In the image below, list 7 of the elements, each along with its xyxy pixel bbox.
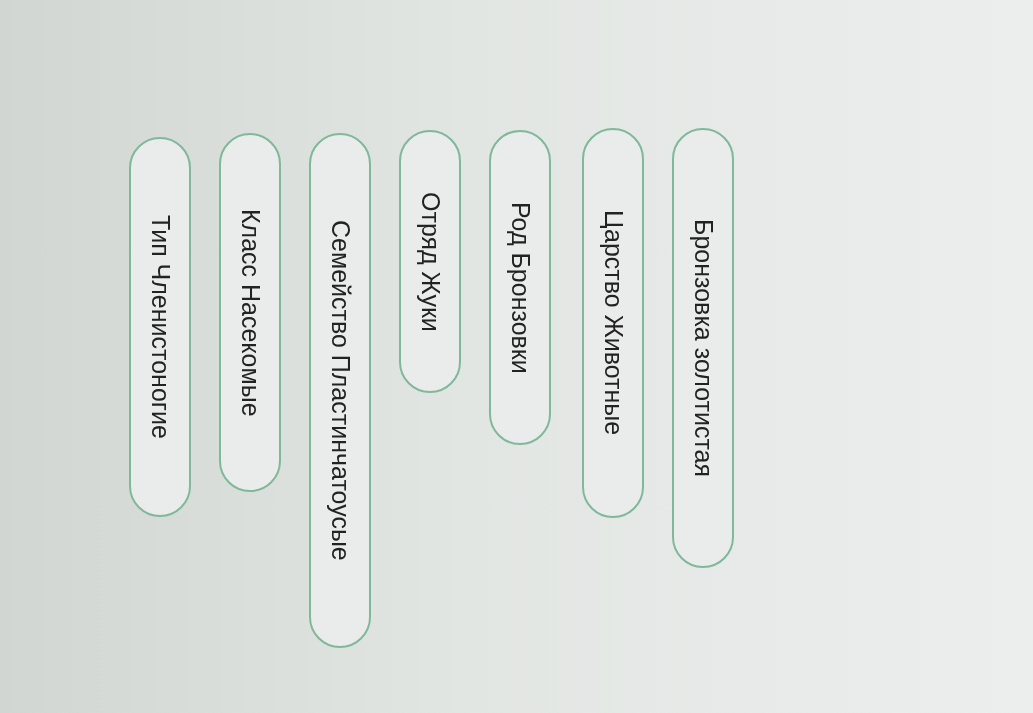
answer-chip: Семейство Пластинчатоусые [309,133,371,648]
answer-chip: Царство Животные [582,128,644,518]
answer-chip: Тип Членистоногие [129,137,191,517]
answer-chip: Класс Насекомые [219,133,281,492]
answer-chip: Бронзовка золотистая [672,128,734,568]
answer-chip: Отряд Жуки [399,130,461,393]
answer-chip: Род Бронзовки [489,130,551,445]
